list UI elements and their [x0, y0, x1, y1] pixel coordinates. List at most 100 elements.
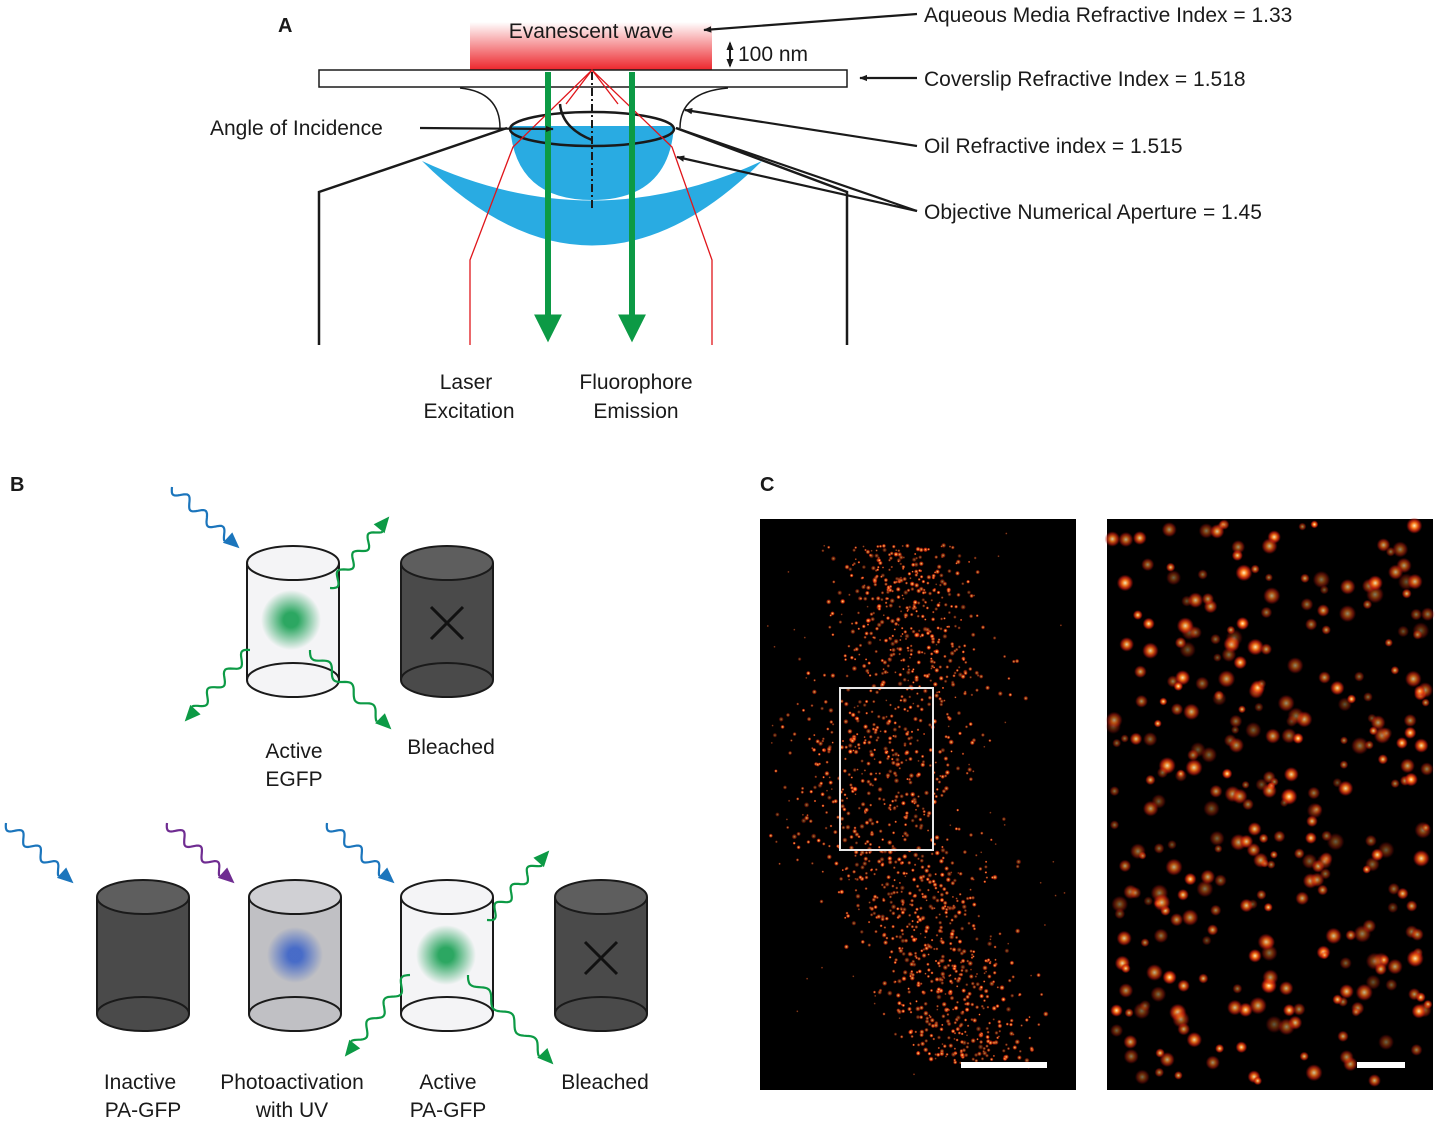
localization-spot: [988, 739, 992, 743]
localization-spot: [865, 711, 869, 715]
localization-spot: [900, 860, 905, 865]
laser-excitation-label-2: Excitation: [423, 400, 514, 423]
localization-spot: [1312, 570, 1331, 589]
localization-spot: [895, 586, 901, 592]
localization-spot: [933, 907, 936, 910]
localization-spot: [852, 786, 858, 792]
localization-spot: [930, 971, 934, 975]
localization-spot: [848, 593, 851, 597]
localization-spot: [955, 978, 961, 984]
localization-spot: [1332, 994, 1343, 1005]
localization-spot: [975, 614, 979, 618]
localization-spot: [941, 856, 945, 860]
localization-spot: [786, 825, 790, 830]
localization-spot: [926, 888, 930, 892]
localization-spot: [810, 704, 814, 708]
localization-spot: [1277, 694, 1295, 712]
localization-spot: [895, 934, 899, 939]
localization-spot: [945, 675, 949, 679]
localization-spot: [934, 872, 938, 876]
angle-of-incidence-label: Angle of Incidence: [210, 117, 383, 140]
localization-spot: [935, 787, 939, 792]
localization-spot: [910, 903, 914, 907]
localization-spot: [904, 758, 908, 762]
localization-spot: [1305, 1064, 1323, 1082]
localization-spot: [1362, 599, 1373, 610]
localization-spot: [891, 647, 896, 653]
localization-spot: [792, 732, 797, 737]
localization-spot: [962, 658, 966, 662]
localization-spot: [841, 825, 846, 830]
localization-spot: [943, 785, 950, 792]
localization-spot: [909, 581, 915, 587]
localization-spot: [912, 604, 917, 609]
localization-spot: [928, 591, 933, 596]
localization-spot: [922, 894, 928, 900]
localization-spot: [866, 605, 869, 608]
localization-spot: [892, 727, 898, 732]
localization-spot: [1339, 578, 1356, 595]
localization-spot: [946, 625, 949, 629]
localization-spot: [873, 748, 877, 752]
localization-spot: [889, 618, 896, 624]
localization-spot: [1119, 637, 1135, 652]
localization-spot: [1203, 800, 1220, 817]
localization-spot: [898, 934, 903, 940]
localization-spot: [1153, 719, 1162, 728]
localization-spot: [854, 832, 860, 837]
wavy-light-arrowhead: [537, 1048, 554, 1065]
localization-spot: [943, 904, 947, 908]
localization-spot: [936, 994, 942, 1000]
localization-spot: [908, 913, 912, 917]
localization-spot: [1353, 924, 1372, 943]
localization-spot: [919, 1029, 925, 1035]
localization-spot: [961, 988, 967, 994]
localization-spot: [891, 924, 895, 929]
localization-spot: [902, 667, 905, 671]
localization-spot: [1279, 798, 1289, 808]
localization-spot: [962, 849, 968, 855]
wavy-light-arrowhead: [344, 1039, 361, 1057]
localization-spot: [834, 861, 839, 866]
localization-spot: [953, 671, 957, 675]
localization-spot: [934, 1057, 937, 1060]
localization-spot: [928, 763, 932, 768]
localization-spot: [778, 862, 781, 866]
localization-spot: [875, 820, 879, 824]
localization-spot: [996, 986, 1000, 989]
localization-spot: [926, 974, 931, 979]
localization-spot: [956, 710, 962, 716]
localization-spot: [1401, 588, 1412, 599]
localization-spot: [870, 549, 873, 552]
localization-spot: [876, 714, 881, 719]
localization-spot: [853, 749, 859, 755]
localization-spot: [936, 890, 940, 894]
localization-spot: [1300, 597, 1314, 611]
localization-spot: [890, 936, 895, 941]
localization-spot: [1000, 996, 1007, 1003]
localization-spot: [961, 948, 967, 955]
localization-spot: [940, 545, 943, 548]
localization-spot: [895, 890, 899, 895]
localization-spot: [845, 824, 851, 830]
light-waves: [4, 486, 554, 1065]
localization-spot: [1176, 617, 1194, 635]
fluorophore-emission-label-2: Emission: [593, 400, 678, 423]
localization-spot: [840, 598, 846, 605]
localization-spot: [828, 707, 834, 714]
localization-spot: [859, 849, 865, 856]
localization-spot: [886, 664, 891, 668]
localization-spot: [984, 871, 988, 874]
localization-spot: [932, 1037, 936, 1041]
localization-spot: [956, 947, 962, 953]
localization-spot: [1007, 676, 1011, 681]
localization-spot: [1286, 657, 1304, 674]
localization-spot: [1196, 880, 1214, 898]
localization-spot: [911, 868, 915, 873]
localization-spot: [923, 1047, 929, 1053]
blue-fluorophore: [267, 927, 323, 983]
localization-spot: [970, 632, 976, 638]
localization-spot: [967, 763, 971, 766]
localization-spot: [926, 810, 932, 816]
localization-spot: [906, 730, 910, 734]
